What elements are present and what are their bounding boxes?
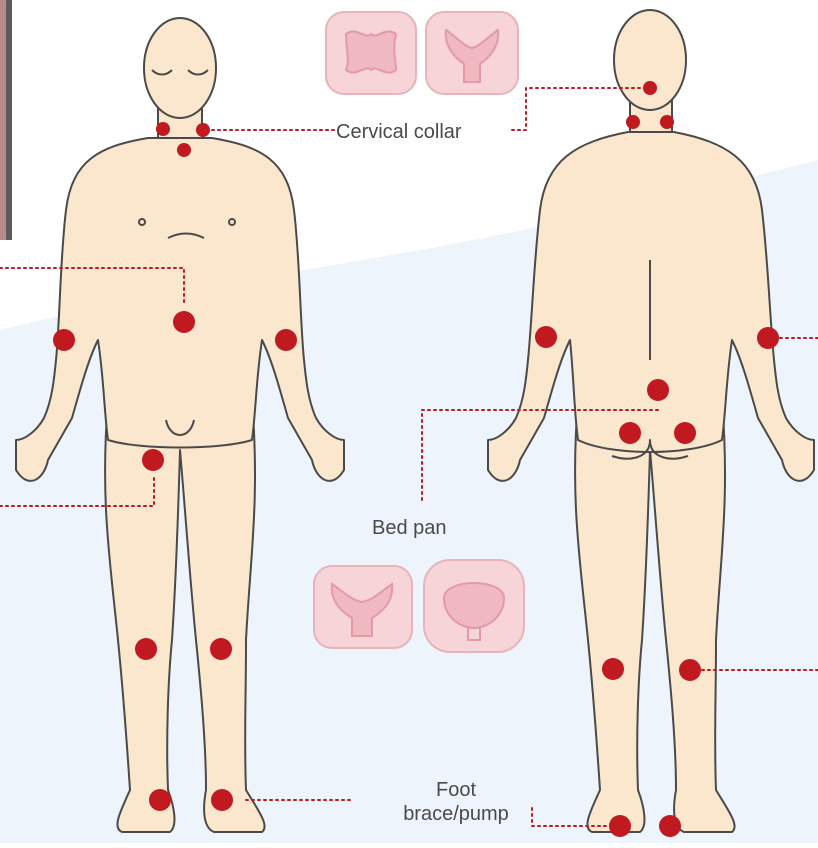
marker-back-head [643, 81, 657, 95]
marker-front-ankle-right [211, 789, 233, 811]
marker-back-buttock-right [674, 422, 696, 444]
cervical-collar-label: Cervical collar [336, 120, 462, 144]
marker-front-throat [177, 143, 191, 157]
marker-front-arm-left [53, 329, 75, 351]
marker-back-heel-left [609, 815, 631, 837]
marker-front-thigh [142, 449, 164, 471]
marker-back-neck-right [660, 115, 674, 129]
foot-brace-label: Foot brace/pump [383, 778, 529, 826]
marker-back-arm-right [757, 327, 779, 349]
marker-front-abdomen [173, 311, 195, 333]
marker-front-ankle-left [149, 789, 171, 811]
foot-brace-label-line2: brace/pump [383, 802, 529, 826]
marker-back-arm-left [535, 326, 557, 348]
cervical-collar-dressings [326, 12, 518, 94]
marker-back-sacrum [647, 379, 669, 401]
photo-fragment [0, 0, 12, 240]
marker-front-arm-right [275, 329, 297, 351]
marker-front-knee-left [135, 638, 157, 660]
marker-front-neck-right [196, 123, 210, 137]
marker-back-knee-right [679, 659, 701, 681]
marker-back-heel-right [659, 815, 681, 837]
marker-front-neck-left [156, 122, 170, 136]
marker-front-knee-right [210, 638, 232, 660]
marker-back-buttock-left [619, 422, 641, 444]
foot-brace-label-line1: Foot [383, 778, 529, 802]
marker-back-neck-left [626, 115, 640, 129]
marker-back-knee-left [602, 658, 624, 680]
bed-pan-label: Bed pan [372, 516, 447, 540]
